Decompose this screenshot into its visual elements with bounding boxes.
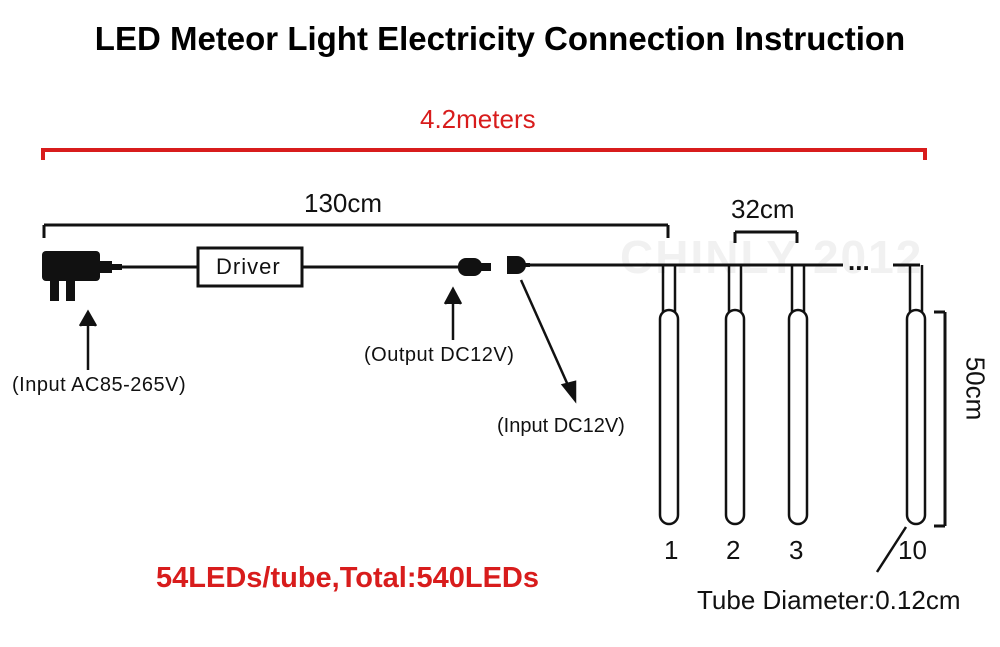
tube-length-bracket — [934, 310, 947, 528]
ac-plug-icon — [42, 251, 122, 301]
spacing-bracket — [733, 230, 799, 243]
dc-output-connector-icon — [458, 258, 491, 276]
ellipsis: ... — [848, 246, 870, 276]
tube-number-3: 3 — [789, 535, 804, 565]
diameter-pointer — [875, 526, 908, 573]
driver-box — [196, 246, 304, 288]
total-length-bracket — [41, 148, 927, 160]
tube-diameter-label: Tube Diameter:0.12cm — [697, 585, 961, 615]
tube-length-label: 50cm — [960, 356, 991, 421]
led-count-label: 54LEDs/tube,Total:540LEDs — [156, 562, 540, 594]
tube-10 — [905, 265, 927, 526]
watermark: CHINLY 2012 — [620, 231, 924, 283]
tube-spacing-label: 32cm — [731, 194, 795, 224]
input-dc-label: (Input DC12V) — [497, 415, 625, 437]
diagram-title: LED Meteor Light Electricity Connection … — [94, 20, 906, 57]
driver-label: Driver — [216, 254, 281, 279]
input-ac-label: (Input AC85-265V) — [12, 374, 187, 396]
tube-number-2: 2 — [726, 535, 741, 565]
total-length-label: 4.2meters — [420, 104, 536, 134]
output-dc-label: (Output DC12V) — [364, 344, 515, 366]
tube-2 — [724, 265, 746, 526]
tube-number-10: 10 — [898, 535, 927, 565]
cable-length-bracket — [42, 223, 670, 238]
dc-input-connector-icon — [507, 256, 530, 274]
arrow-input-ac — [78, 309, 98, 370]
main-cable — [120, 263, 920, 269]
cable-length-label: 130cm — [304, 188, 383, 218]
tube-1 — [658, 265, 680, 526]
arrow-output-dc — [443, 286, 463, 340]
arrow-input-dc — [519, 279, 577, 404]
tube-3 — [787, 265, 809, 526]
tube-number-1: 1 — [664, 535, 679, 565]
